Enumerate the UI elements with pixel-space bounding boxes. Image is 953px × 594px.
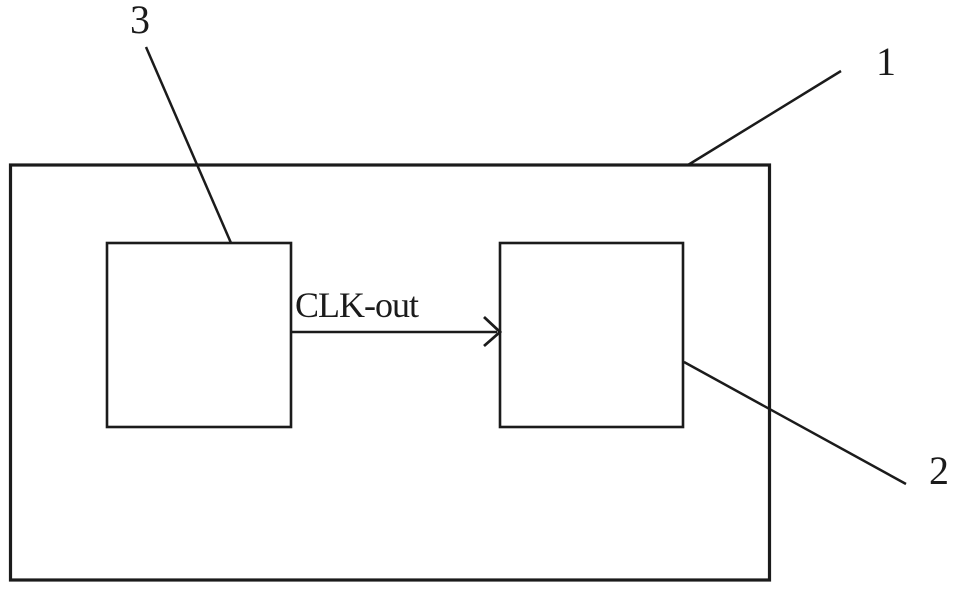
clk-out-arrowhead-icon — [483, 315, 503, 348]
right-module-box — [498, 241, 685, 429]
leader-line-label-1 — [687, 69, 842, 167]
ref-label-3: 3 — [130, 0, 150, 42]
left-module-box — [105, 241, 293, 429]
leader-line-label-2 — [683, 360, 907, 486]
ref-label-2: 2 — [929, 448, 949, 493]
outer-device-box — [8, 163, 772, 582]
clk-out-signal-label: CLK-out — [295, 285, 419, 325]
leader-line-label-3 — [144, 46, 233, 244]
ref-label-1: 1 — [876, 39, 896, 84]
